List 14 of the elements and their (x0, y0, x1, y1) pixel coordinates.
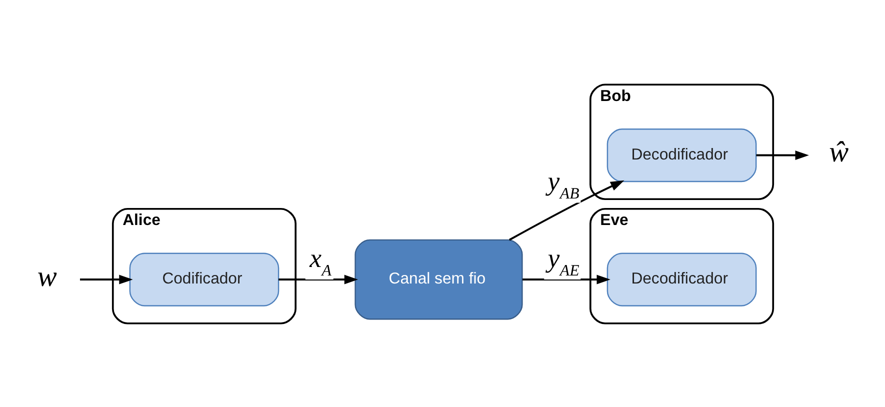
node-box: Decodificador (606, 128, 756, 182)
arrow (80, 274, 132, 284)
node-text: w (36, 260, 56, 292)
node-text: ŵ (828, 136, 848, 168)
arrow (508, 180, 624, 240)
edge-label: y$_{AB}$ (547, 166, 579, 202)
node-box: Codificador (128, 252, 279, 306)
edge-label: x$_{A}$ (309, 242, 331, 279)
arrow (278, 274, 358, 284)
edge-label: y$_{AE}$ (547, 242, 579, 279)
node-box: Canal sem fio (354, 238, 522, 320)
arrow (756, 150, 808, 160)
node-box: Decodificador (606, 252, 756, 306)
arrow (522, 274, 610, 284)
